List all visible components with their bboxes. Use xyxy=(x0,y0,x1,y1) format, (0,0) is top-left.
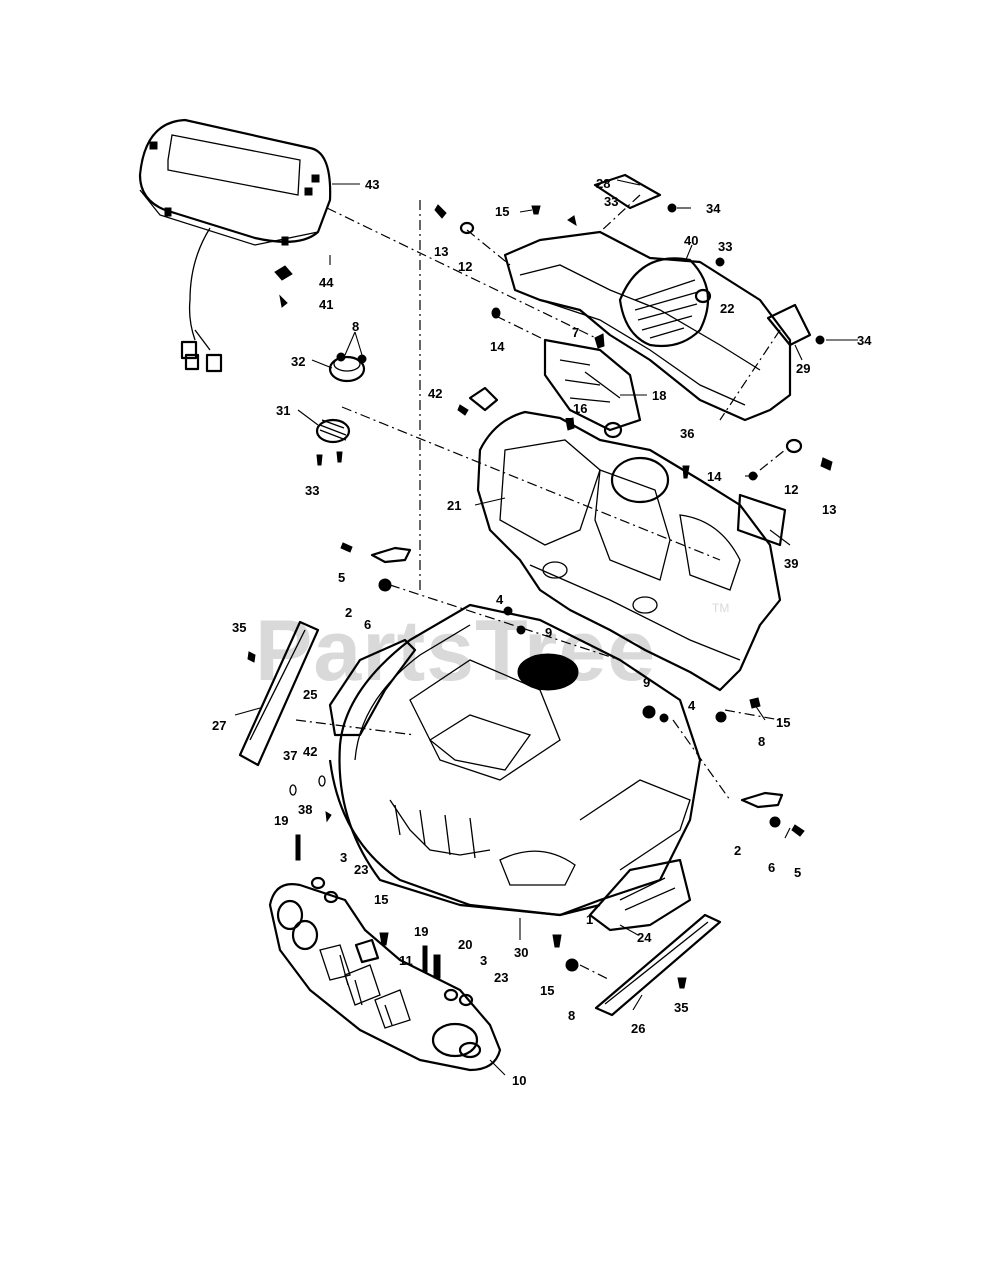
callout-25: 25 xyxy=(303,687,317,702)
bezel-18 xyxy=(543,338,642,432)
callout-29: 29 xyxy=(796,361,810,376)
callout-34: 34 xyxy=(857,333,872,348)
callout-12: 12 xyxy=(784,482,798,497)
callout-19: 19 xyxy=(274,813,288,828)
callout-22: 22 xyxy=(720,301,734,316)
flare-25 xyxy=(328,638,417,737)
hardware-items xyxy=(247,203,833,1007)
callout-labels: 43 44 41 8 32 31 33 13 12 15 28 33 34 40… xyxy=(212,176,872,1088)
callout-5: 5 xyxy=(794,865,801,880)
callout-42: 42 xyxy=(428,386,442,401)
callout-31: 31 xyxy=(276,403,290,418)
callout-20: 20 xyxy=(458,937,472,952)
callout-44: 44 xyxy=(319,275,334,290)
assembly-lines xyxy=(295,194,786,981)
callout-40: 40 xyxy=(684,233,698,248)
callout-34: 34 xyxy=(706,201,721,216)
callout-28: 28 xyxy=(596,176,610,191)
cover-29 xyxy=(766,303,812,347)
callout-15: 15 xyxy=(540,983,554,998)
callout-11: 11 xyxy=(399,953,413,968)
callout-15: 15 xyxy=(776,715,790,730)
callout-4: 4 xyxy=(688,698,696,713)
callout-6: 6 xyxy=(364,617,371,632)
callout-15: 15 xyxy=(374,892,388,907)
callout-9: 9 xyxy=(643,675,650,690)
callout-33: 33 xyxy=(718,239,732,254)
callout-3: 3 xyxy=(480,953,487,968)
callout-35: 35 xyxy=(674,1000,688,1015)
leader-lines xyxy=(234,179,858,1076)
nut-44 xyxy=(274,265,293,281)
watermark-trademark: TM xyxy=(712,601,729,615)
callout-30: 30 xyxy=(514,945,528,960)
front-grille-10 xyxy=(268,883,502,1072)
dashboard-21 xyxy=(476,410,782,692)
cover-28 xyxy=(593,173,662,210)
trim-26 xyxy=(594,913,722,1017)
callout-18: 18 xyxy=(652,388,666,403)
bracket-39 xyxy=(736,493,787,547)
callout-36: 36 xyxy=(680,426,694,441)
screw-41 xyxy=(279,294,288,308)
callout-38: 38 xyxy=(298,802,312,817)
callout-10: 10 xyxy=(512,1073,526,1088)
callout-35: 35 xyxy=(232,620,246,635)
callout-33: 33 xyxy=(604,194,618,209)
callout-16: 16 xyxy=(573,401,587,416)
callout-2: 2 xyxy=(734,843,741,858)
callout-13: 13 xyxy=(434,244,448,259)
watermark: PartsTree xyxy=(255,603,656,699)
callout-21: 21 xyxy=(447,498,461,513)
callout-42: 42 xyxy=(303,744,317,759)
callout-8: 8 xyxy=(758,734,765,749)
callout-24: 24 xyxy=(637,930,652,945)
hood-30 xyxy=(328,603,702,917)
speaker-31 xyxy=(315,418,351,444)
callout-13: 13 xyxy=(822,502,836,517)
callout-41: 41 xyxy=(319,297,333,312)
callout-15: 15 xyxy=(495,204,509,219)
callout-23: 23 xyxy=(354,862,368,877)
callout-19: 19 xyxy=(414,924,428,939)
callout-12: 12 xyxy=(458,259,472,274)
callout-14: 14 xyxy=(490,339,505,354)
callout-9: 9 xyxy=(545,625,552,640)
callout-26: 26 xyxy=(631,1021,645,1036)
callout-1: 1 xyxy=(586,912,593,927)
callout-6: 6 xyxy=(768,860,775,875)
callout-7: 7 xyxy=(572,325,579,340)
callout-8: 8 xyxy=(568,1008,575,1023)
callout-32: 32 xyxy=(291,354,305,369)
callout-37: 37 xyxy=(283,748,297,763)
instrument-cluster xyxy=(138,118,332,246)
flare-24 xyxy=(588,858,692,932)
wire-harness xyxy=(180,227,223,373)
speaker-grille-40 xyxy=(618,257,710,348)
trim-27 xyxy=(238,620,320,767)
callout-33: 33 xyxy=(305,483,319,498)
callout-43: 43 xyxy=(365,177,379,192)
callout-27: 27 xyxy=(212,718,226,733)
callout-14: 14 xyxy=(707,469,722,484)
callout-3: 3 xyxy=(340,850,347,865)
callout-8: 8 xyxy=(352,319,359,334)
callout-39: 39 xyxy=(784,556,798,571)
callout-7: 7 xyxy=(565,415,572,430)
callout-23: 23 xyxy=(494,970,508,985)
callout-5: 5 xyxy=(338,570,345,585)
cap-32 xyxy=(328,355,366,383)
callout-4: 4 xyxy=(496,592,504,607)
callout-2: 2 xyxy=(345,605,352,620)
dash-upper-panel xyxy=(503,230,792,422)
